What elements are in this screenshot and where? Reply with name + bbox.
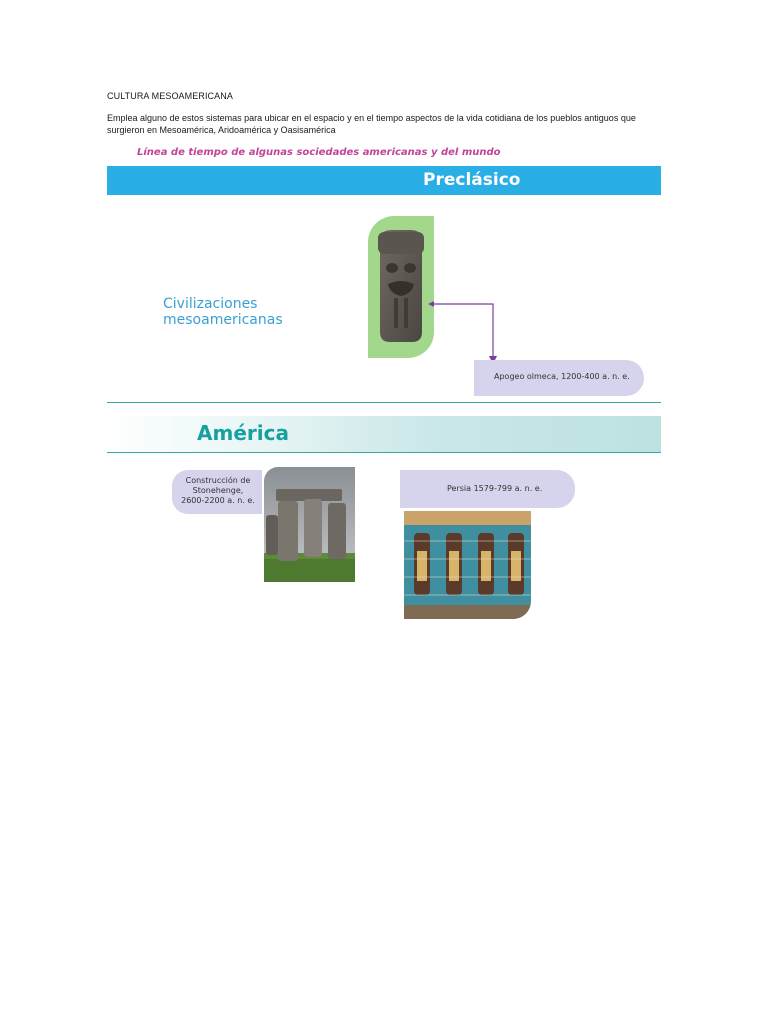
olmeca-event-text: Apogeo olmeca, 1200-400 a. n. e. — [494, 372, 630, 381]
civilizaciones-text: Civilizaciones mesoamericanas — [163, 296, 283, 328]
region-rule-top — [107, 402, 661, 403]
document-heading: CULTURA MESOAMERICANA — [107, 91, 233, 101]
america-label: América — [197, 421, 289, 445]
stonehenge-image — [264, 467, 355, 582]
olmeca-event-pill: Apogeo olmeca, 1200-400 a. n. e. — [474, 360, 644, 396]
document-intro: Emplea alguno de estos sistemas para ubi… — [107, 113, 636, 135]
america-band: América — [107, 416, 661, 452]
preclasico-band: Preclásico — [107, 166, 661, 195]
stonehenge-event-pill: Construcción de Stonehenge, 2600-2200 a.… — [172, 470, 262, 514]
connector-arrow — [428, 301, 497, 364]
persia-event-text: Persia 1579-799 a. n. e. — [447, 484, 543, 493]
region-rule-bottom — [107, 452, 661, 453]
timeline-subtitle: Línea de tiempo de algunas sociedades am… — [137, 147, 501, 158]
preclasico-label: Preclásico — [423, 170, 521, 190]
persian-archers-frieze-image — [404, 511, 531, 619]
civilizaciones-label: Civilizaciones mesoamericanas — [163, 296, 283, 328]
olmec-sculpture-image — [378, 230, 424, 342]
stonehenge-event-text: Construcción de Stonehenge, 2600-2200 a.… — [181, 476, 255, 505]
persia-event-pill: Persia 1579-799 a. n. e. — [400, 470, 575, 508]
